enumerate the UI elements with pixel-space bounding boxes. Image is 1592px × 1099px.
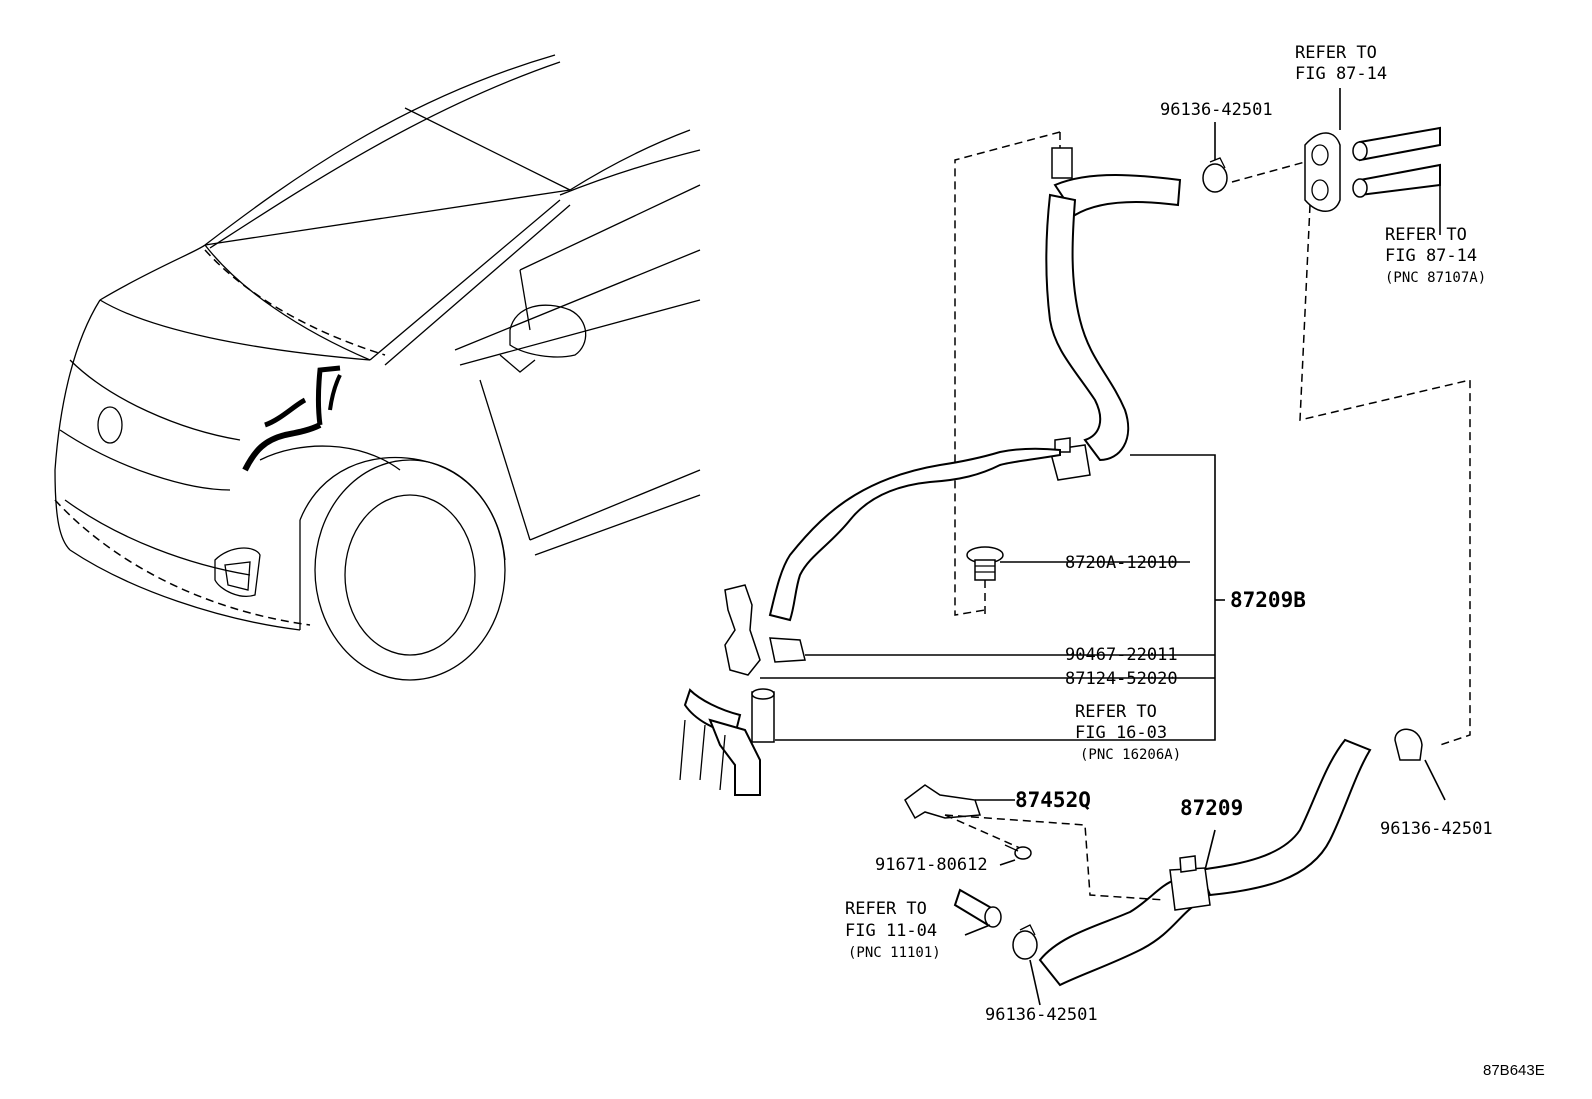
refer-right-line2: FIG 87-14 [1385, 246, 1477, 266]
refer-mid-line1: REFER TO [1075, 702, 1157, 722]
part-96136-top: 96136-42501 [1160, 100, 1273, 120]
part-96136-bottom: 96136-42501 [985, 1005, 1098, 1025]
refer-mid-line3: (PNC 16206A) [1080, 747, 1181, 763]
part-87124: 87124-52020 [1065, 669, 1178, 689]
car-illustration [54, 54, 701, 681]
refer-low-line3: (PNC 11101) [848, 945, 941, 961]
hose-87209 [904, 728, 1423, 987]
diagram-id: 87B643E [1483, 1062, 1545, 1079]
leader-lines [760, 88, 1446, 1006]
part-96136-right: 96136-42501 [1380, 819, 1493, 839]
connector-fig-87-14 [1202, 126, 1471, 746]
refer-mid-line2: FIG 16-03 [1075, 723, 1167, 743]
part-90467: 90467-22011 [1065, 645, 1178, 665]
hose-87209B [679, 131, 1182, 796]
part-87452Q: 87452Q [1015, 788, 1091, 812]
part-8720A: 8720A-12010 [1065, 553, 1178, 573]
part-91671: 91671-80612 [875, 855, 988, 875]
refer-low-line2: FIG 11-04 [845, 921, 937, 941]
callout-labels: REFER TO FIG 87-14 96136-42501 REFER TO … [845, 43, 1545, 1079]
refer-right-line3: (PNC 87107A) [1385, 270, 1486, 286]
refer-right-line1: REFER TO [1385, 225, 1467, 245]
part-87209: 87209 [1180, 796, 1243, 820]
refer-top-line2: FIG 87-14 [1295, 64, 1387, 84]
refer-top-line1: REFER TO [1295, 43, 1377, 63]
refer-low-line1: REFER TO [845, 899, 927, 919]
part-87209B: 87209B [1230, 588, 1306, 612]
